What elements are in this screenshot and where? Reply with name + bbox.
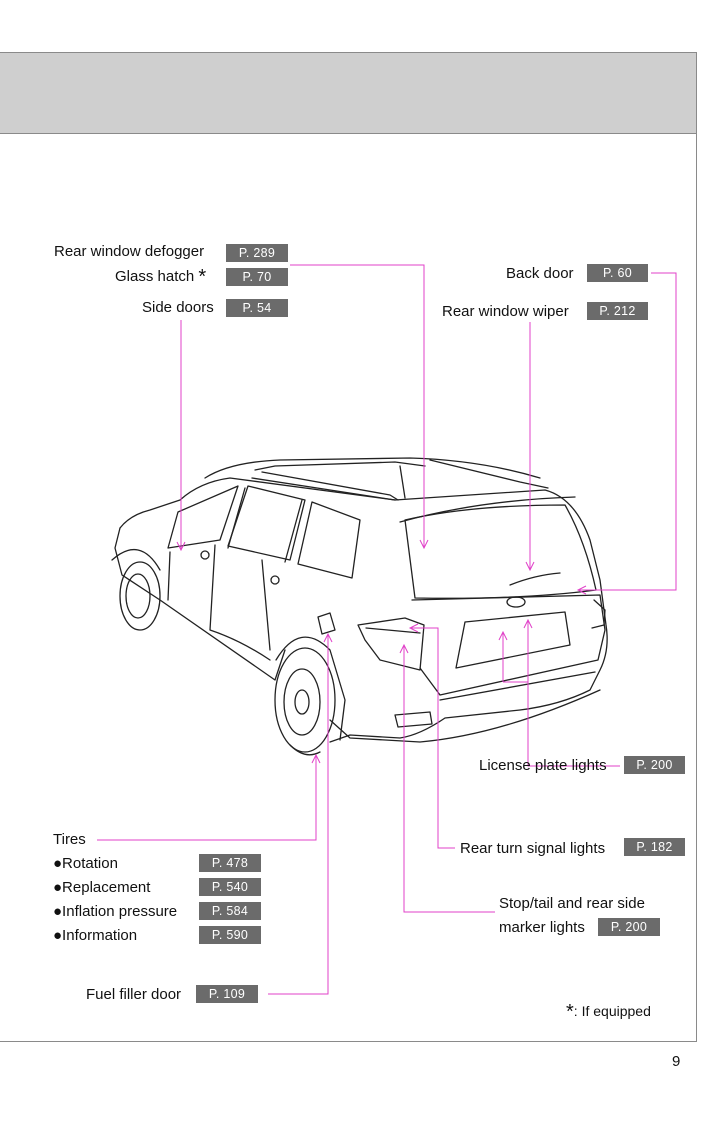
tires-inflation-pressure-label: ●Inflation pressure: [53, 903, 178, 920]
footnote-text: : If equipped: [573, 1003, 651, 1019]
license-plate-lights-label: License plate lights: [479, 757, 607, 774]
page-number: 9: [672, 1053, 681, 1070]
header-band: [0, 52, 697, 134]
rear-window-wiper-page-link[interactable]: P. 212: [587, 302, 648, 320]
tires-replacement-page-link[interactable]: P. 540: [199, 878, 261, 896]
glass-hatch-text: Glass hatch: [115, 268, 195, 285]
if-equipped-footnote: *: If equipped: [566, 1001, 651, 1024]
tires-inflation-pressure-page-link[interactable]: P. 584: [199, 902, 261, 920]
tires-rotation-label: ●Rotation: [53, 855, 118, 872]
rear-window-defogger-page-link[interactable]: P. 289: [226, 244, 288, 262]
stop-tail-lights-label-line2: marker lights: [499, 919, 585, 936]
stop-tail-lights-page-link[interactable]: P. 200: [598, 918, 660, 936]
tires-replacement-label: ●Replacement: [53, 879, 151, 896]
side-doors-label: Side doors: [142, 299, 214, 316]
tires-information-page-link[interactable]: P. 590: [199, 926, 261, 944]
stop-tail-lights-label-line1: Stop/tail and rear side: [499, 895, 645, 912]
fuel-filler-door-label: Fuel filler door: [86, 986, 182, 1003]
fuel-filler-door-page-link[interactable]: P. 109: [196, 985, 258, 1003]
frame-border-bottom: [0, 1041, 697, 1042]
rear-turn-signal-lights-label: Rear turn signal lights: [460, 840, 606, 857]
tires-label: Tires: [53, 831, 86, 848]
rear-turn-signal-lights-page-link[interactable]: P. 182: [624, 838, 685, 856]
if-equipped-star-icon: *: [198, 266, 207, 288]
frame-border-right: [696, 134, 697, 1042]
back-door-page-link[interactable]: P. 60: [587, 264, 648, 282]
tires-rotation-page-link[interactable]: P. 478: [199, 854, 261, 872]
side-doors-page-link[interactable]: P. 54: [226, 299, 288, 317]
footnote-star-icon: *: [566, 1001, 574, 1023]
glass-hatch-label: Glass hatch *: [115, 266, 207, 288]
rear-window-defogger-label: Rear window defogger: [54, 243, 205, 260]
license-plate-lights-page-link[interactable]: P. 200: [624, 756, 685, 774]
glass-hatch-page-link[interactable]: P. 70: [226, 268, 288, 286]
tires-information-label: ●Information: [53, 927, 138, 944]
rear-window-wiper-label: Rear window wiper: [442, 303, 569, 320]
back-door-label: Back door: [506, 265, 574, 282]
